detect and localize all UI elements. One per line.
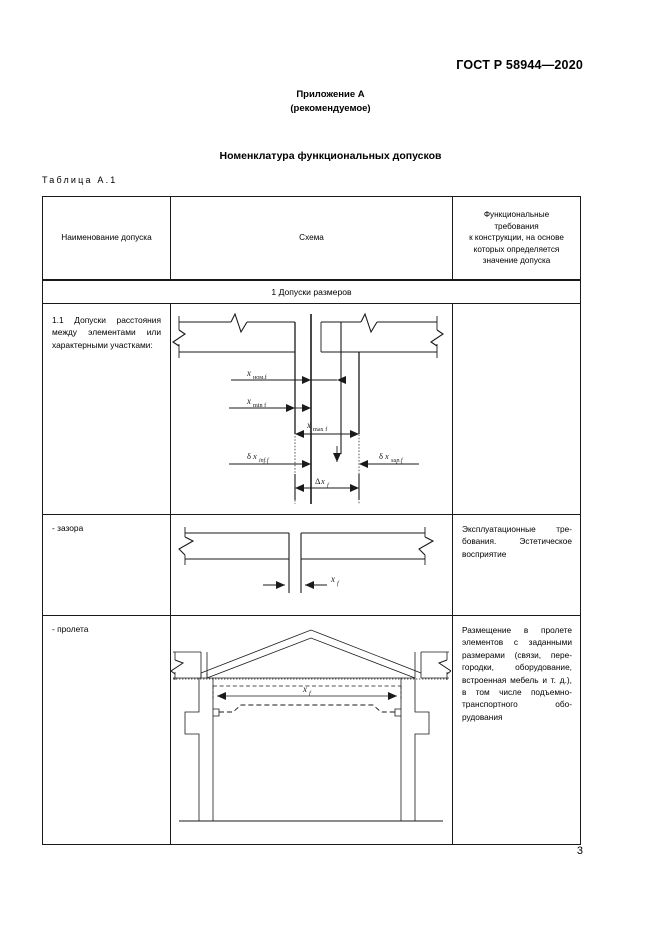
label-delta-x-x: x: [320, 476, 325, 486]
dimension-tolerance-diagram: x ном.f x min f x max f δ x inf.f δ x su…: [172, 312, 444, 504]
tolerance-table: Наименование допуска Схема Функциональны…: [42, 196, 581, 845]
table-row: - пролета: [42, 615, 581, 845]
label-x-span-sub: f: [309, 690, 312, 697]
header-req-line-4: которых определяется: [473, 244, 560, 254]
table-header-row: Наименование допуска Схема Функциональны…: [42, 196, 581, 281]
row-3-scheme: x f: [170, 615, 453, 845]
label-x-nom-sub: ном.f: [253, 374, 268, 381]
label-x-max: x: [306, 420, 311, 430]
table-row: - зазора: [42, 514, 581, 616]
table-section-row: 1 Допуски размеров: [42, 279, 581, 304]
label-x-min-sub: min f: [253, 402, 267, 409]
header-req-line-1: Функциональные: [483, 210, 550, 220]
header-cell-requirements: Функциональные требования к конструкции,…: [452, 196, 581, 281]
page-number: 3: [576, 845, 583, 857]
header-req-line-2: требования: [494, 221, 539, 231]
header-req-line-3: к конструкции, на основе: [469, 233, 564, 243]
standard-number-header: ГОСТ Р 58944—2020: [456, 58, 583, 72]
label-dx-sup-x: x: [384, 451, 389, 461]
label-x-span: x: [302, 684, 307, 694]
row-2-name: - зазора: [42, 514, 171, 616]
gap-diagram: x f: [178, 527, 435, 593]
label-dx-inf: δ: [247, 451, 251, 461]
appendix-subtitle: (рекомендуемое): [290, 103, 371, 114]
header-cell-name: Наименование допуска: [42, 196, 171, 281]
appendix-title: Приложение А: [296, 89, 365, 100]
row-3-requirement: Размещение в пролете элементов с заданны…: [452, 615, 581, 845]
appendix-heading: Приложение А (рекомендуемое): [0, 88, 661, 116]
row-3-name: - пролета: [42, 615, 171, 845]
row-2-requirement: Эксплуатационные тре­бования. Эстетическ…: [452, 514, 581, 616]
label-x-gap-sub: f: [337, 580, 340, 587]
section-row-label: 1 Допуски размеров: [42, 279, 581, 304]
span-diagram: x f: [171, 629, 451, 822]
section-title: Номенклатура функциональных допусков: [219, 150, 442, 162]
label-x-max-sub: max f: [313, 426, 328, 433]
label-dx-inf-sub: inf.f: [259, 457, 270, 464]
label-delta-x-sub: f: [327, 482, 330, 489]
row-2-scheme: x f: [170, 514, 453, 616]
table-caption: Таблица А.1: [42, 175, 118, 185]
label-dx-inf-x: x: [252, 451, 257, 461]
header-req-line-5: значение допуска: [482, 256, 551, 266]
label-x-nom: x: [246, 368, 251, 378]
row-1-name: 1.1 Допуски расстоя­ния между элемента­м…: [42, 303, 171, 515]
row-1-requirement: [452, 303, 581, 515]
table-row: 1.1 Допуски расстоя­ния между элемента­м…: [42, 303, 581, 515]
label-delta-x: Δ: [315, 476, 321, 486]
header-cell-scheme: Схема: [170, 196, 453, 281]
label-x-gap: x: [330, 574, 335, 584]
label-dx-sup-sub: sup.f: [391, 457, 404, 464]
label-x-min: x: [246, 396, 251, 406]
row-1-scheme: x ном.f x min f x max f δ x inf.f δ x su…: [170, 303, 453, 515]
label-dx-sup: δ: [379, 451, 383, 461]
